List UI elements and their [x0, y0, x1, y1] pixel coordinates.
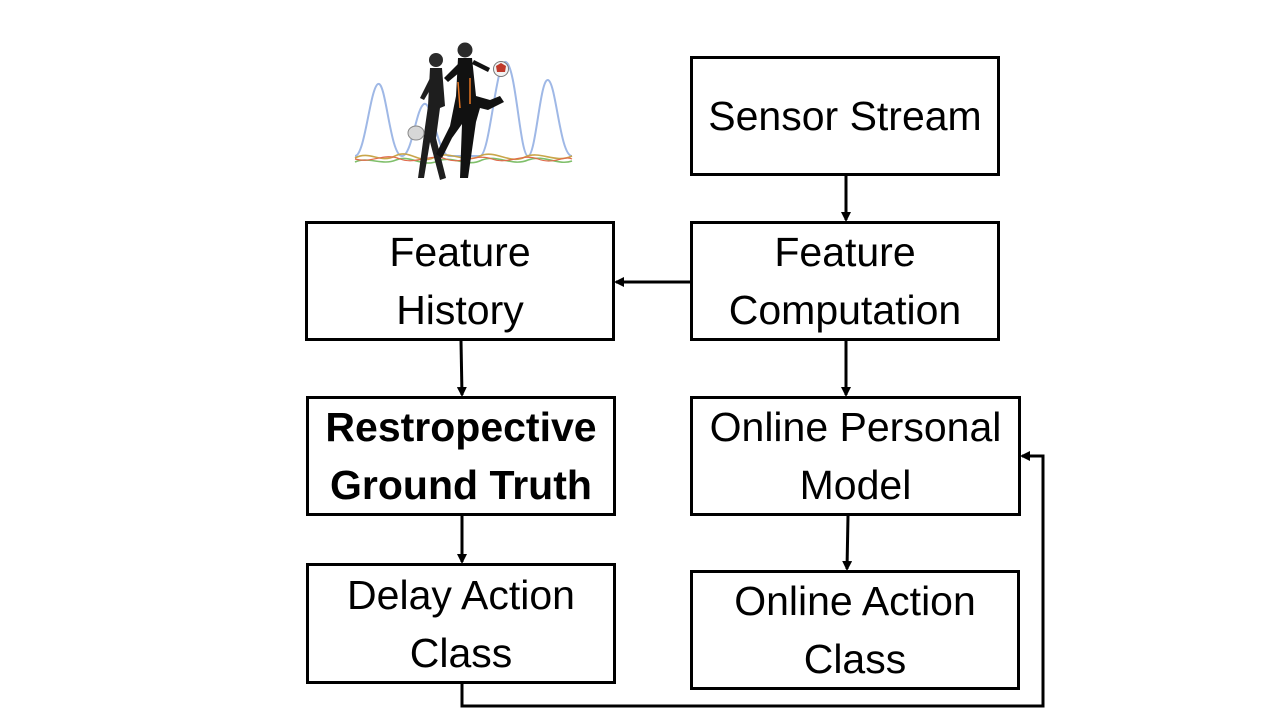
feature-history-label: Feature History	[389, 229, 531, 333]
online-action-class-label: Online Action Class	[734, 578, 976, 682]
sensor-stream-label: Sensor Stream	[708, 93, 982, 139]
feature-computation-label: Feature Computation	[728, 229, 962, 333]
athletes-with-sensor-signal-icon	[354, 42, 573, 180]
edge-delay-class-feedback-to-online-model	[460, 451, 1045, 708]
edge-history-to-ground-truth	[456, 340, 467, 397]
delay-action-class-label: Delay Action Class	[347, 571, 575, 676]
retrospective-ground-truth-box: Restropective Ground Truth	[306, 396, 616, 516]
edge-online-model-to-online-class	[842, 515, 853, 571]
online-personal-model-box: Online Personal Model	[690, 396, 1021, 516]
delay-action-class-box: Delay Action Class	[306, 563, 616, 684]
feature-computation-box: Feature Computation	[690, 221, 1000, 341]
feature-history-box: Feature History	[305, 221, 615, 341]
retrospective-ground-truth-label: Restropective Ground Truth	[325, 404, 597, 508]
sensor-stream-box: Sensor Stream	[690, 56, 1000, 176]
online-personal-model-label: Online Personal Model	[709, 404, 1002, 508]
online-action-class-box: Online Action Class	[690, 570, 1020, 690]
